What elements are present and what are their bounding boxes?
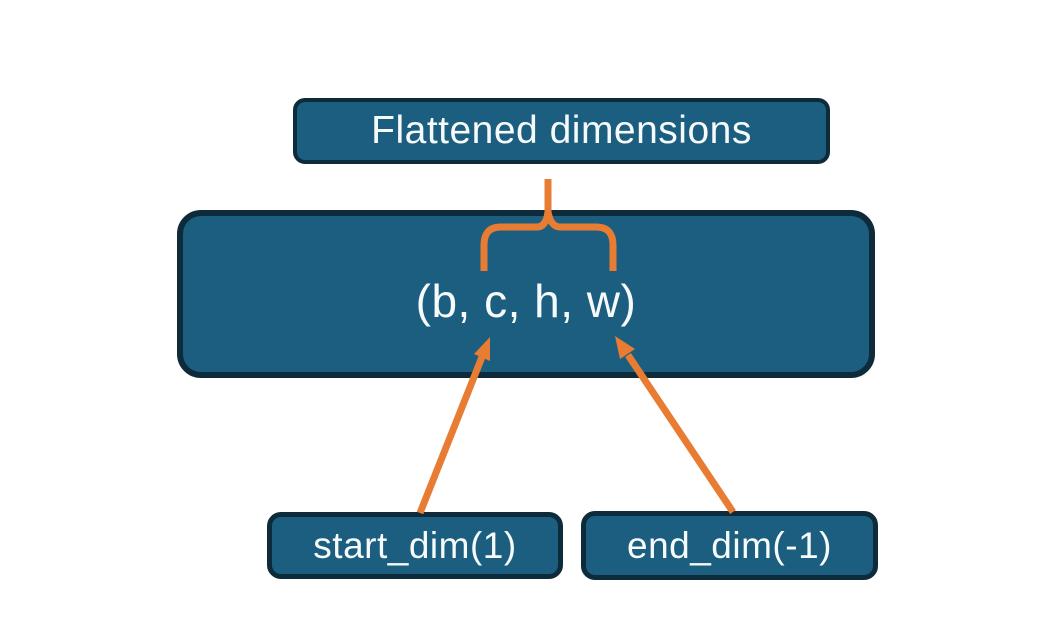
node-flattened-dimensions-label: Flattened dimensions	[371, 109, 752, 152]
node-start-dim-label: start_dim(1)	[313, 524, 517, 566]
node-end-dim-label: end_dim(-1)	[627, 524, 832, 566]
start-dim-arrow-line	[416, 355, 486, 515]
node-flattened-dimensions: Flattened dimensions	[293, 98, 830, 164]
node-tensor-shape: (b, c, h, w)	[177, 210, 875, 378]
node-start-dim: start_dim(1)	[267, 512, 563, 579]
node-end-dim: end_dim(-1)	[581, 511, 878, 580]
node-tensor-shape-label: (b, c, h, w)	[415, 275, 637, 327]
end-dim-arrow-line	[625, 353, 736, 514]
